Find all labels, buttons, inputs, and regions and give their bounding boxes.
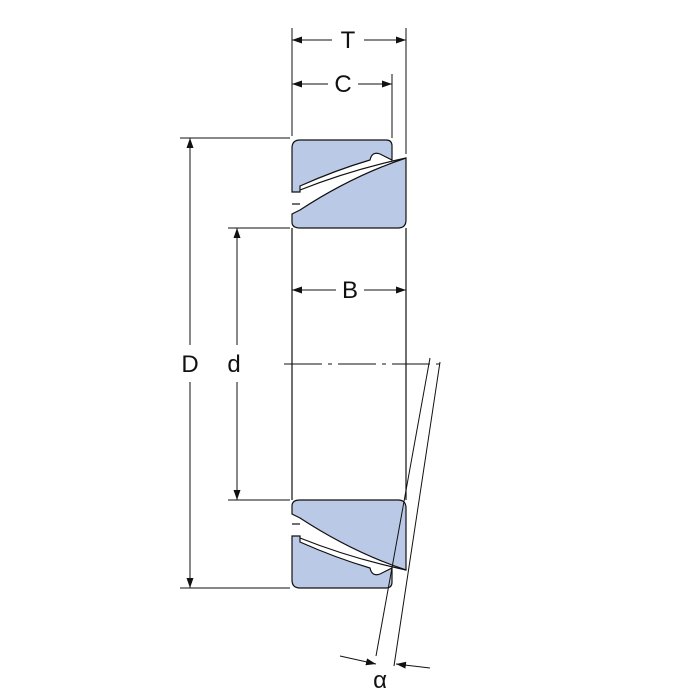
dimension-d: d (227, 228, 241, 500)
upper-inner-ring (291, 157, 407, 229)
upper-outer-ring (291, 139, 393, 193)
contact-angle-alpha: α (339, 357, 441, 694)
dimension-D: D (181, 138, 199, 588)
label-C: C (334, 71, 351, 98)
label-alpha: α (373, 667, 387, 694)
dimension-T: T (292, 27, 406, 54)
extension-lines (180, 28, 407, 589)
dimension-B: B (292, 277, 406, 304)
lower-outer-ring (291, 535, 393, 589)
label-B: B (342, 277, 358, 304)
dimension-C: C (292, 71, 392, 98)
upper-ring-section (291, 139, 407, 229)
label-T: T (341, 27, 356, 54)
label-D: D (181, 351, 198, 378)
lower-ring-section (291, 499, 407, 589)
label-d: d (227, 351, 240, 378)
